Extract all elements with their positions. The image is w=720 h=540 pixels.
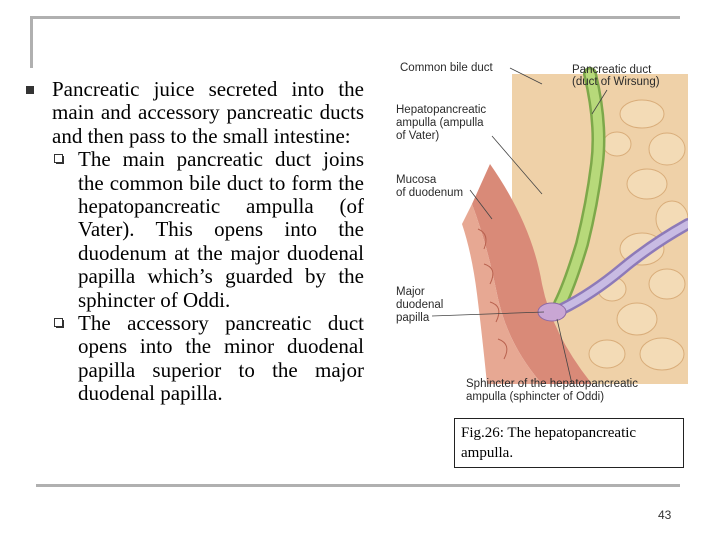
hepatopancreatic-ampulla-illustration — [431, 67, 694, 385]
sub-bullet-item: The accessory pancreatic duct opens into… — [52, 311, 364, 406]
sub-bullet-text: The accessory pancreatic duct opens into… — [78, 311, 364, 406]
checkbox-bullet-icon — [54, 318, 64, 329]
frame-left-line — [30, 16, 33, 68]
main-bullet-text: Pancreatic juice secreted into the main … — [52, 77, 364, 148]
label-duodenal: duodenal — [396, 299, 444, 311]
label-major: Major — [396, 286, 425, 298]
main-bullet-icon — [26, 86, 34, 94]
label-duct-of-wirsung: (duct of Wirsung) — [572, 76, 660, 88]
label-papilla: papilla — [396, 312, 430, 324]
label-of-vater: of Vater) — [396, 130, 440, 142]
label-hepatopancreatic: Hepatopancreatic — [396, 104, 487, 116]
checkbox-bullet-icon — [54, 154, 64, 165]
page-number: 43 — [658, 508, 672, 522]
label-mucosa: Mucosa — [396, 174, 437, 186]
sub-bullet-text: The main pancreatic duct joins the commo… — [78, 147, 364, 312]
frame-top-line — [30, 16, 680, 19]
sub-bullet-item: The main pancreatic duct joins the commo… — [52, 147, 364, 312]
anatomy-figure: Common bile duct Pancreatic duct (duct o… — [392, 54, 694, 416]
frame-bottom-line — [36, 484, 680, 487]
slide-text: Pancreatic juice secreted into the main … — [52, 77, 364, 406]
label-pancreatic-duct: Pancreatic duct — [572, 64, 652, 76]
label-sphincter-of-oddi: ampulla (sphincter of Oddi) — [466, 391, 605, 403]
label-common-bile-duct: Common bile duct — [400, 62, 493, 74]
label-sphincter: Sphincter of the hepatopancreatic — [466, 378, 638, 390]
label-of-duodenum: of duodenum — [396, 187, 464, 199]
label-ampulla: ampulla (ampulla — [396, 117, 484, 129]
figure-caption: Fig.26: The hepatopancreatic ampulla. — [454, 418, 684, 468]
